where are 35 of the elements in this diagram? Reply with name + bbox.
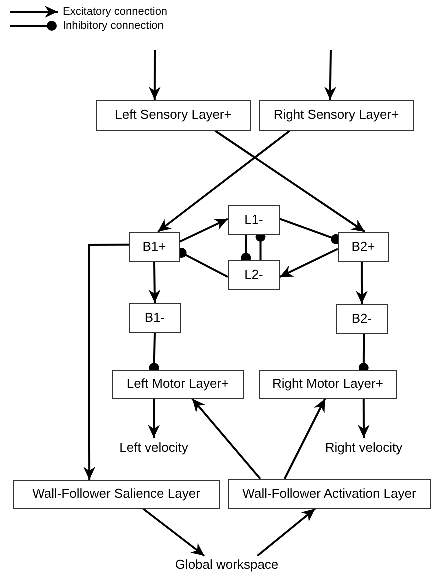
inhibitory-connector <box>149 332 160 373</box>
arrow <box>257 508 316 557</box>
layer-box: B2- <box>336 304 388 334</box>
inhibitory-connector <box>241 235 252 263</box>
layer-box: B2+ <box>338 232 389 262</box>
layer-box: Wall-Follower Salience Layer <box>13 480 220 509</box>
arrow <box>84 244 129 480</box>
output-label: Global workspace <box>168 556 286 574</box>
layer-box: L1- <box>228 205 280 235</box>
arrow <box>142 508 206 557</box>
arrow <box>324 50 336 100</box>
layer-box: B1- <box>129 303 181 333</box>
layer-box: Right Sensory Layer+ <box>259 100 414 131</box>
arrow <box>180 218 228 243</box>
arrow <box>148 262 161 304</box>
layer-box: Wall-Follower Activation Layer <box>228 479 431 509</box>
arrow <box>284 398 326 480</box>
legend-text: Excitatory connection <box>63 6 168 18</box>
layer-box: Left Sensory Layer+ <box>96 100 251 131</box>
layer-box: B1+ <box>129 232 180 262</box>
inhibitory-connector <box>358 334 369 373</box>
arrow <box>358 399 370 438</box>
arrow <box>356 262 368 304</box>
layer-box: Right Motor Layer+ <box>259 370 397 399</box>
arrow <box>148 50 161 100</box>
legend-text: Inhibitory connection <box>63 20 164 32</box>
arrow <box>148 399 160 438</box>
layer-box: Left Motor Layer+ <box>112 370 244 399</box>
arrow <box>157 130 291 233</box>
layer-box: L2- <box>228 260 280 290</box>
arrow <box>280 248 338 278</box>
output-label: Right velocity <box>323 438 405 458</box>
arrow <box>192 398 262 480</box>
arrow <box>214 130 366 233</box>
output-label: Left velocity <box>115 438 193 458</box>
